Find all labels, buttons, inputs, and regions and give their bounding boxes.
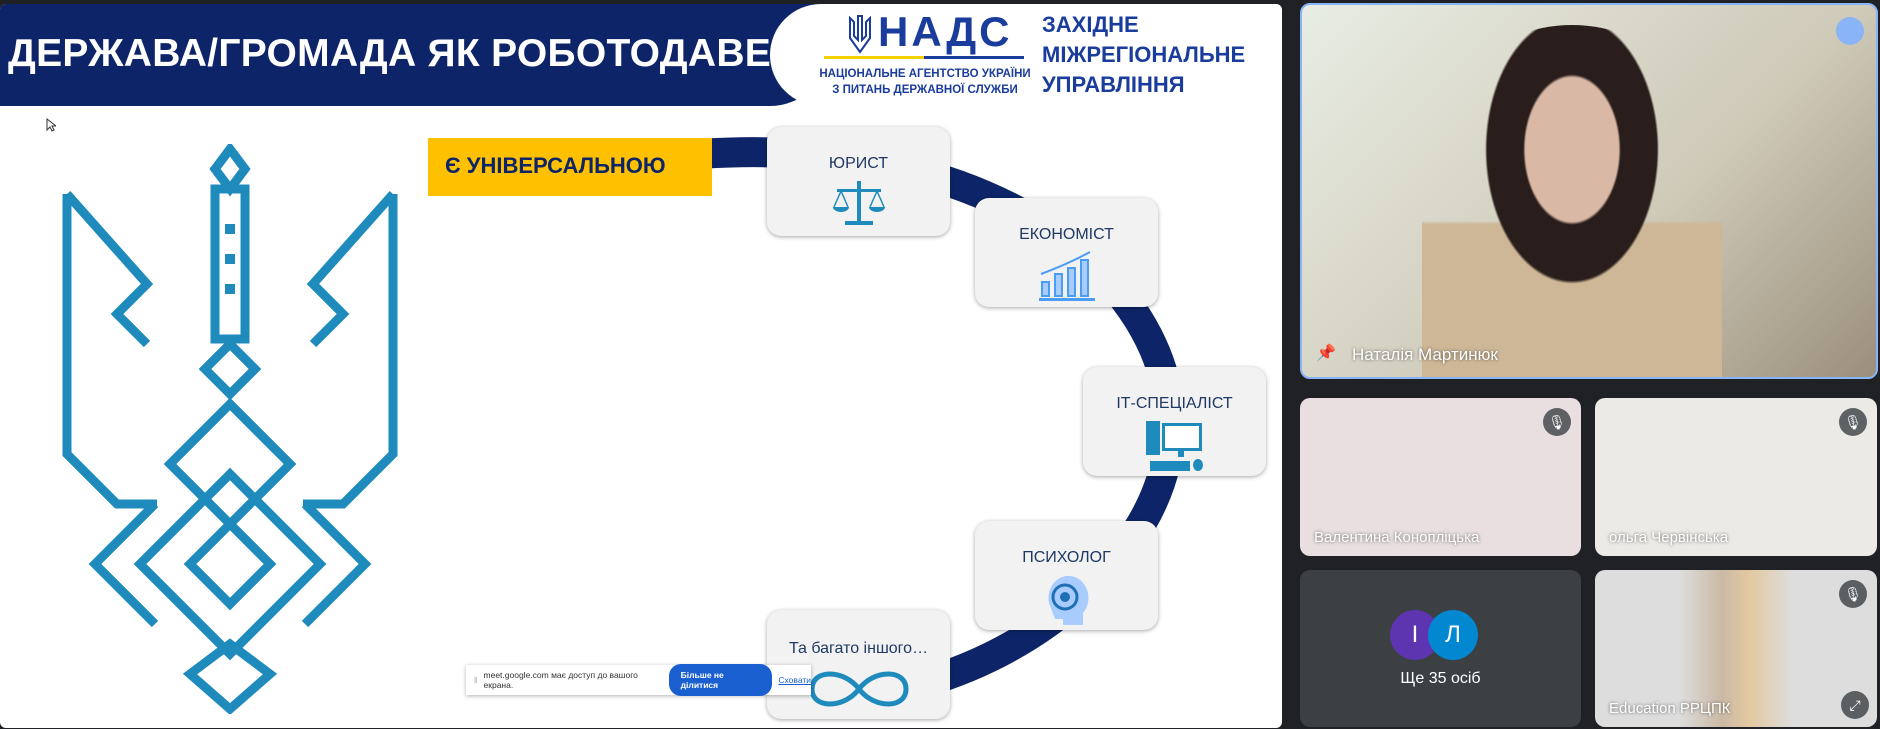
card-it-specialist: ІТ-СПЕЦІАЛІСТ	[1083, 367, 1266, 476]
region-3: УПРАВЛІННЯ	[1042, 72, 1185, 97]
share-message: meet.google.com має доступ до вашого екр…	[483, 670, 638, 690]
logo-flag-line	[824, 56, 1024, 59]
card-economist: ЕКОНОМІСТ	[975, 198, 1158, 307]
screen-share-bar: ‖ meet.google.com має доступ до вашого е…	[466, 664, 811, 696]
card-much-more: Та багато іншого…	[767, 610, 950, 719]
card-label: ЮРИСТ	[828, 155, 889, 172]
shared-slide: ДЕРЖАВА/ГРОМАДА ЯК РОБОТОДАВЕЦЬ НАДС НАЦ…	[0, 4, 1282, 728]
avatar: Л	[1428, 610, 1478, 660]
highlight-label: Є УНІВЕРСАЛЬНОЮ	[428, 138, 712, 196]
participant-tile[interactable]: 🎙 Валентина Конопліцька	[1300, 398, 1581, 556]
infinity-icon	[808, 671, 909, 707]
mic-off-icon: 🎙	[1839, 580, 1867, 608]
participant-tile[interactable]: 🎙 Education РРЦПК ⤢	[1595, 570, 1877, 727]
logo-subtitle: НАЦІОНАЛЬНЕ АГЕНТСТВО УКРАЇНИ З ПИТАНЬ ДЕ…	[810, 66, 1040, 98]
logo-abbr: НАДС	[878, 8, 1013, 55]
nads-logo: НАДС НАЦІОНАЛЬНЕ АГЕНТСТВО УКРАЇНИ З ПИТА…	[770, 4, 1282, 106]
trident-icon	[849, 15, 871, 54]
card-label: ПСИХОЛОГ	[1022, 549, 1111, 566]
scales-icon	[832, 181, 885, 225]
logo-subtitle-1: НАЦІОНАЛЬНЕ АГЕНТСТВО УКРАЇНИ	[819, 68, 1031, 80]
card-label: Та багато іншого…	[788, 640, 929, 657]
avatar: І	[1390, 610, 1440, 660]
card-label: ЕКОНОМІСТ	[1019, 226, 1114, 243]
region-2: МІЖРЕГІОНАЛЬНЕ	[1042, 42, 1246, 67]
participant-name: Наталія Мартинюк	[1352, 345, 1498, 364]
card-label: ІТ-СПЕЦІАЛІСТ	[1116, 395, 1233, 412]
head-icon	[1047, 575, 1088, 625]
stop-sharing-button[interactable]: Більше не ділитися	[668, 664, 773, 696]
logo-subtitle-2: З ПИТАНЬ ДЕРЖАВНОЇ СЛУЖБИ	[832, 84, 1018, 96]
card-lawyer: ЮРИСТ	[767, 127, 950, 236]
participant-name: Education РРЦПК	[1609, 700, 1731, 717]
main-speaker-tile[interactable]: 📌 Наталія Мартинюк	[1300, 3, 1878, 379]
pin-icon[interactable]: 📌	[1316, 345, 1336, 362]
hide-link[interactable]: Сховати	[778, 675, 811, 685]
participant-name: ольга Червінська	[1609, 529, 1729, 546]
slide-title: ДЕРЖАВА/ГРОМАДА ЯК РОБОТОДАВЕЦЬ	[8, 32, 829, 75]
title-bar: ДЕРЖАВА/ГРОМАДА ЯК РОБОТОДАВЕЦЬ	[0, 4, 830, 106]
region-title: ЗАХІДНЕ МІЖРЕГІОНАЛЬНЕ УПРАВЛІННЯ	[1042, 10, 1245, 100]
participant-tile[interactable]: 🎙 ольга Червінська	[1595, 398, 1877, 556]
fullscreen-icon[interactable]: ⤢	[1841, 691, 1869, 719]
trident-ornament	[62, 144, 398, 714]
others-count: Ще 35 осіб	[1400, 670, 1481, 687]
participant-name: Валентина Конопліцька	[1314, 529, 1480, 546]
mouse-cursor-icon	[46, 118, 56, 132]
mic-off-icon: 🎙	[1839, 408, 1867, 436]
drag-handle-icon[interactable]: ‖	[474, 675, 478, 685]
card-psychologist: ПСИХОЛОГ	[975, 521, 1158, 630]
others-tile[interactable]: І Л Ще 35 осіб	[1300, 570, 1581, 727]
region-1: ЗАХІДНЕ	[1042, 12, 1139, 37]
growth-chart-icon	[1038, 251, 1095, 301]
speaker-video	[1422, 25, 1722, 377]
mic-off-icon: 🎙	[1543, 408, 1571, 436]
speaking-indicator-icon	[1836, 17, 1864, 45]
computer-icon	[1145, 421, 1203, 471]
